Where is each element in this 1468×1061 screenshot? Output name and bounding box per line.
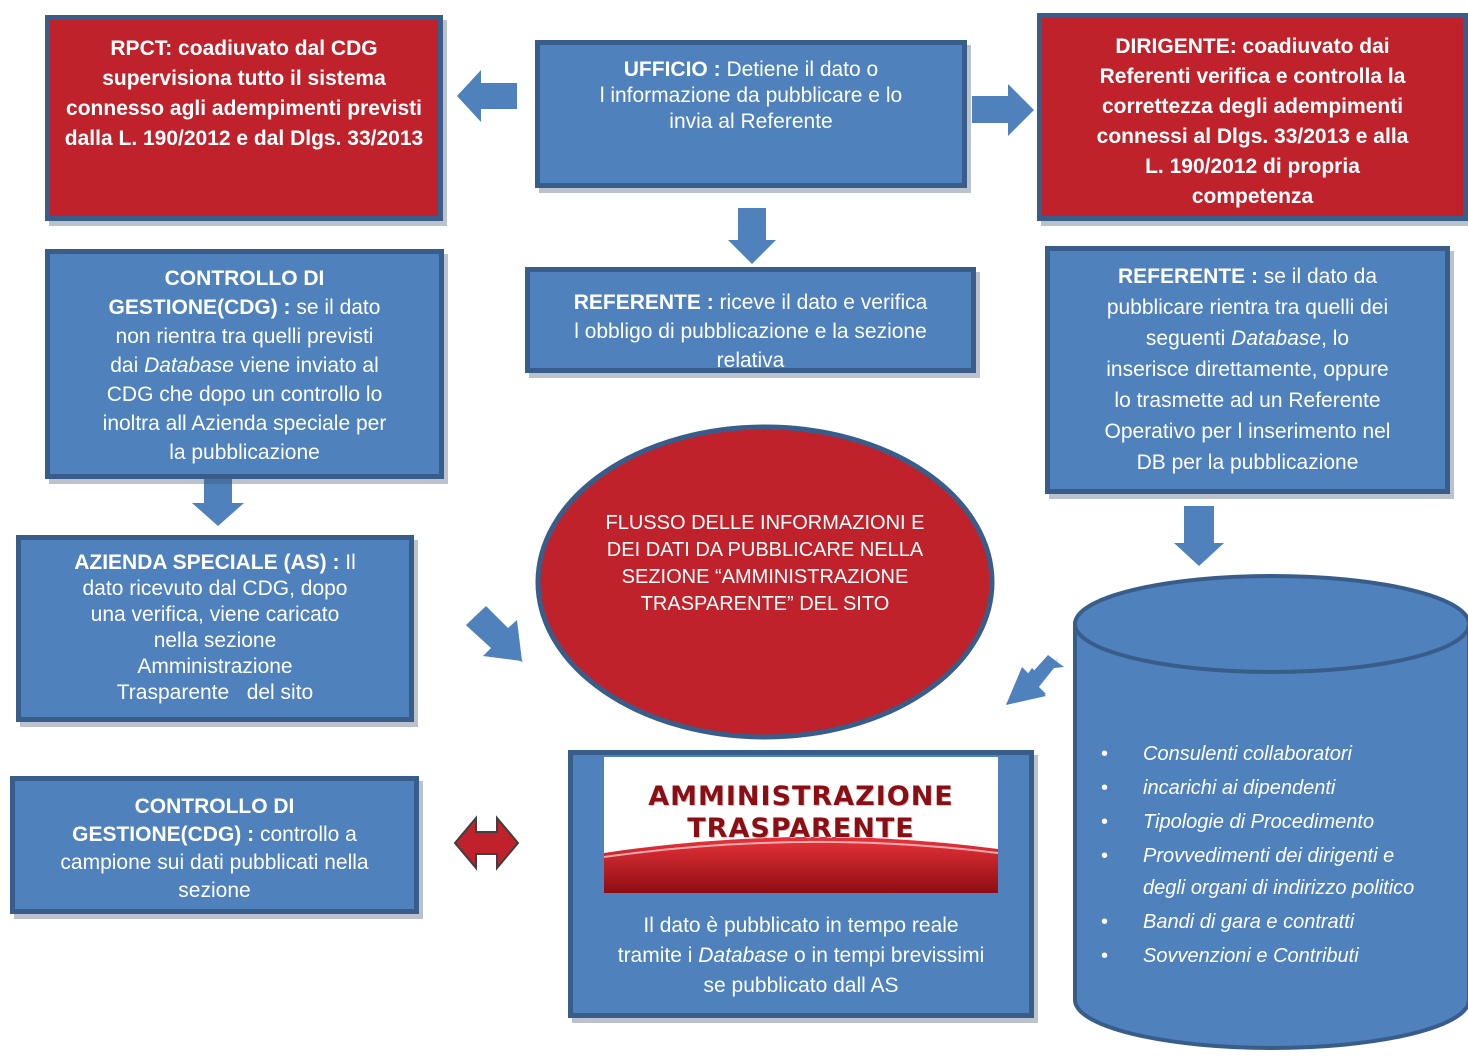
database-cylinder (1073, 622, 1468, 1050)
arrow-down-to-database (1174, 506, 1224, 566)
referente-right-line2: pubblicare rientra tra quelli dei (1106, 296, 1389, 319)
cdg-top-line6: inoltra all Azienda speciale per (102, 412, 387, 435)
cdg-bottom-after-title: controllo a (259, 823, 357, 846)
arrow-down-to-referente (728, 208, 776, 264)
cdg-bottom-box: CONTROLLO DI GESTIONE(CDG) : controllo a… (10, 776, 419, 914)
bullet-icon: • (1101, 845, 1109, 867)
referente-right-line7: DB per la pubblicazione (1136, 451, 1359, 474)
bullet-icon: • (1101, 911, 1109, 933)
publish-line1: Il dato è pubblicato in tempo reale (643, 914, 959, 937)
cdg-bottom-title1: CONTROLLO DI (134, 795, 295, 818)
referente-right-box: REFERENTE : se il dato da pubblicare rie… (1045, 246, 1450, 494)
dirigente-line2: Referenti verifica e controlla la (1099, 65, 1406, 88)
referente-right-line6: Operativo per l inserimento nel (1104, 420, 1391, 443)
referente-center-line2: l obbligo di pubblicazione e la sezione (574, 320, 927, 343)
cdg-top-line4-post: viene inviato al (239, 354, 379, 377)
ufficio-line2: l informazione da pubblicare e lo (599, 84, 903, 107)
database-item-label: degli organi di indirizzo politico (1143, 877, 1415, 899)
publish-line3: se pubblicato dall AS (703, 974, 899, 997)
cdg-bottom-title2: GESTIONE(CDG) : (72, 823, 255, 846)
list-item: • incarichi ai dipendenti (1095, 776, 1455, 800)
ellipse-line3: SEZIONE “AMMINISTRAZIONE (621, 566, 909, 588)
azienda-line6: Trasparente del sito (116, 681, 314, 704)
ellipse-line4: TRASPARENTE” DEL SITO (640, 593, 890, 615)
azienda-title-post: Il (345, 551, 356, 574)
cdg-top-box: CONTROLLO DI GESTIONE(CDG) : se il dato … (45, 249, 444, 479)
database-item-label: Consulenti collaboratori (1143, 743, 1353, 765)
amministrazione-trasparente-banner: AMMINISTRAZIONE TRASPARENTE (604, 757, 998, 893)
azienda-box: AZIENDA SPECIALE (AS) : Il dato ricevuto… (16, 535, 414, 722)
list-item: • Consulenti collaboratori (1095, 742, 1455, 766)
bullet-icon: • (1101, 777, 1109, 799)
ufficio-line3: invia al Referente (669, 110, 833, 133)
dirigente-line1: DIRIGENTE: coadiuvato dai (1115, 35, 1390, 58)
list-item: • Provvedimenti dei dirigenti e (1095, 844, 1455, 868)
publish-line2-pre: tramite i (617, 944, 693, 967)
list-item: • Sovvenzioni e Contributi (1095, 944, 1455, 968)
rpct-text: RPCT: coadiuvato dal CDG supervisiona tu… (64, 37, 424, 150)
bullet-icon: • (1101, 945, 1109, 967)
azienda-line5: Amministrazione (137, 655, 293, 678)
referente-right-title: REFERENTE : (1117, 265, 1258, 288)
banner-line1: AMMINISTRAZIONE (648, 781, 954, 812)
dirigente-line6: competenza (1191, 185, 1314, 208)
ellipse-text: FLUSSO DELLE INFORMAZIONI E DEI DATI DA … (560, 510, 970, 618)
cdg-top-line3: non rientra tra quelli previsti (115, 325, 374, 348)
database-item-label: Provvedimenti dei dirigenti e (1143, 845, 1395, 867)
arrow-down-to-azienda (192, 479, 244, 526)
azienda-title: AZIENDA SPECIALE (AS) : (74, 551, 340, 574)
list-item: • Tipologie di Procedimento (1095, 810, 1455, 834)
azienda-line3: una verifica, viene caricato (90, 603, 340, 626)
cdg-top-line5: CDG che dopo un controllo lo (106, 383, 383, 406)
ellipse-line2: DEI DATI DA PUBBLICARE NELLA (606, 539, 924, 561)
database-item-label: Bandi di gara e contratti (1143, 911, 1355, 933)
referente-center-line1: riceve il dato e verifica (719, 291, 928, 314)
cdg-bottom-line4: sezione (178, 879, 251, 902)
publish-line2-italic: Database (698, 944, 789, 967)
referente-center-title: REFERENTE : (573, 291, 714, 314)
double-arrow (453, 815, 520, 871)
cdg-top-title1: CONTROLLO DI (164, 267, 325, 290)
cdg-bottom-line3: campione sui dati pubblicati nella (60, 851, 369, 874)
referente-center-box: REFERENTE : riceve il dato e verifica l … (525, 267, 976, 373)
azienda-line2: dato ricevuto dal CDG, dopo (82, 577, 348, 600)
ufficio-title: UFFICIO : (623, 58, 721, 81)
referente-right-line1: se il dato da (1263, 265, 1378, 288)
referente-right-line3-post: , lo (1321, 327, 1350, 350)
referente-right-line4: inserisce direttamente, oppure (1106, 358, 1389, 381)
database-list: • Consulenti collaboratori • incarichi ai … (1095, 742, 1455, 978)
arrow-left-to-rpct (457, 70, 517, 122)
bullet-icon: • (1101, 811, 1109, 833)
cdg-top-line7: la pubblicazione (169, 441, 320, 464)
database-item-label: Sovvenzioni e Contributi (1143, 945, 1359, 967)
ellipse-line1: FLUSSO DELLE INFORMAZIONI E (605, 512, 925, 534)
referente-right-line3-pre: seguenti (1145, 327, 1226, 350)
ufficio-line1: Detiene il dato o (726, 58, 879, 81)
cdg-top-line4-pre: dai (110, 354, 139, 377)
dirigente-line5: L. 190/2012 di propria (1145, 155, 1360, 178)
rpct-box: RPCT: coadiuvato dal CDG supervisiona tu… (45, 15, 443, 221)
database-item-label: Tipologie di Procedimento (1143, 811, 1375, 833)
list-item-continuation: degli organi di indirizzo politico (1095, 876, 1455, 900)
publish-line2-post: o in tempi brevissimi (794, 944, 985, 967)
referente-center-line3: relativa (716, 349, 785, 372)
cdg-top-after-title: se il dato (296, 296, 381, 319)
list-item: • Bandi di gara e contratti (1095, 910, 1455, 934)
referente-right-line5: lo trasmette ad un Referente (1114, 389, 1381, 412)
arrow-right-to-dirigente (972, 84, 1034, 136)
azienda-line4: nella sezione (153, 629, 277, 652)
dirigente-box: DIRIGENTE: coadiuvato dai Referenti veri… (1037, 13, 1468, 221)
ufficio-box: UFFICIO : Detiene il dato o l informazio… (535, 40, 967, 188)
flow-ellipse (535, 424, 995, 740)
banner-line2: TRASPARENTE (687, 813, 915, 844)
database-item-label: incarichi ai dipendenti (1143, 777, 1336, 799)
banner-swoosh (604, 836, 998, 893)
cdg-top-title2: GESTIONE(CDG) : (108, 296, 291, 319)
cdg-top-line4-italic: Database (144, 354, 234, 377)
bullet-icon: • (1101, 743, 1109, 765)
dirigente-line3: correttezza degli adempimenti (1101, 95, 1404, 118)
referente-right-line3-italic: Database (1231, 327, 1322, 350)
dirigente-line4: connessi al Dlgs. 33/2013 e alla (1096, 125, 1409, 148)
